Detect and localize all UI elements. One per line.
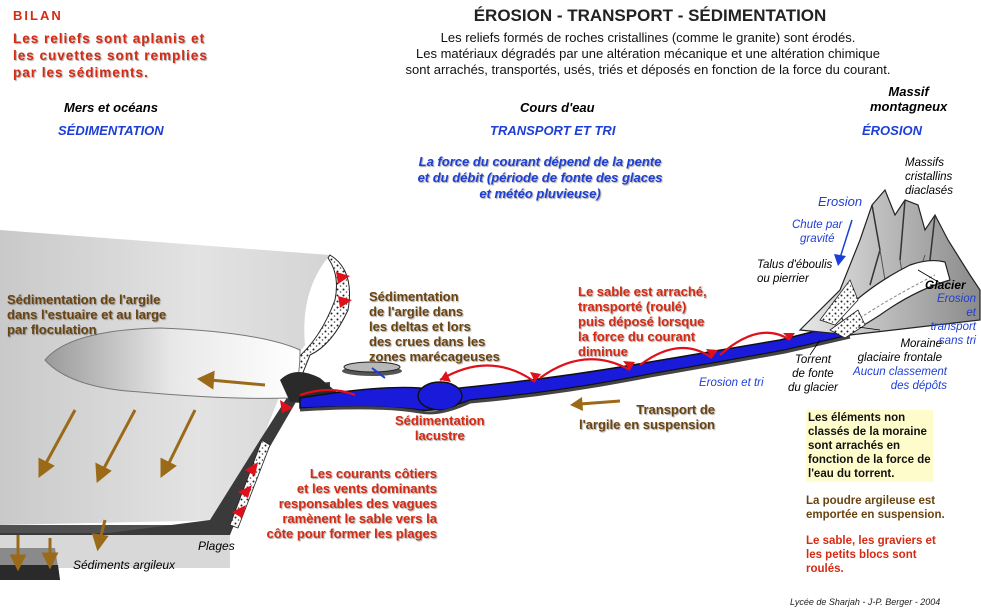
glacier-label: Glacier: [925, 278, 966, 292]
coast-arrows: [232, 272, 352, 518]
erosion-tri-label: Erosion et tri: [699, 377, 764, 389]
zone-massif-sub: ÉROSION: [862, 123, 922, 138]
zone-mers-title: Mers et océans: [64, 100, 158, 115]
intro-text: Les reliefs formés de roches cristalline…: [405, 30, 891, 77]
zone-cours-sub: TRANSPORT ET TRI: [490, 123, 616, 138]
suspension-arrow: [570, 397, 621, 411]
leader-lines: [809, 269, 941, 356]
lake: [417, 381, 463, 411]
plages-label: Plages: [198, 539, 235, 553]
page-title: ÉROSION - TRANSPORT - SÉDIMENTATION: [473, 6, 827, 25]
sand-arrowheads: [440, 333, 795, 382]
zone-mers-sub: SÉDIMENTATION: [58, 123, 164, 138]
sable-text: Le sable est arraché,transporté (roulé)p…: [578, 284, 707, 359]
erosion-label: Erosion: [818, 194, 863, 209]
sand-arrows: [299, 331, 791, 397]
zone-cours-title: Cours d'eau: [520, 100, 595, 115]
sediments-label: Sédiments argileux: [73, 558, 176, 572]
mountain-massif: [798, 188, 981, 339]
marsh-boat: [342, 361, 402, 379]
credit: Lycée de Sharjah - J-P. Berger - 2004: [790, 597, 941, 607]
clay-fall-arrows: [9, 370, 266, 572]
bilan-label: BILAN: [13, 8, 63, 23]
gravity-arrow: [834, 219, 853, 266]
